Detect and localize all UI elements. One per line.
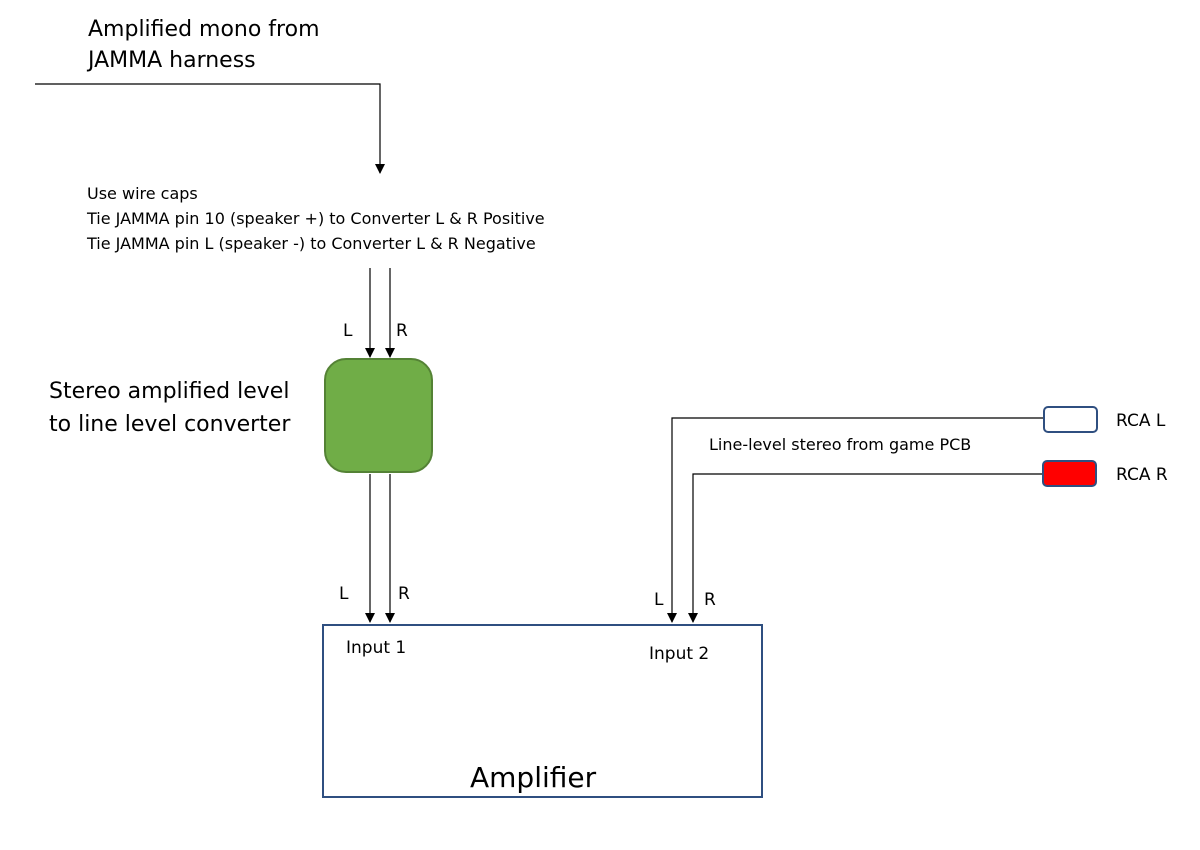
input2-label: Input 2 [649,644,710,664]
amplifier-box [322,624,763,798]
rca-right-wire [688,473,1042,623]
note-line: Use wire caps [87,184,198,203]
converter-label: Stereo amplified level to line level con… [49,375,290,441]
converter-label-line2: to line level converter [49,412,291,437]
input1-left-label: L [339,584,349,604]
converter-in-right-label: R [396,321,408,341]
converter-box [324,358,433,473]
input1-label: Input 1 [346,638,407,658]
rca-right-label: RCA R [1116,465,1168,485]
rca-left-wire [667,417,1043,623]
input1-right-label: R [398,584,410,604]
note-line: Tie JAMMA pin 10 (speaker +) to Converte… [87,209,545,228]
jamma-mono-wire [35,83,385,174]
amplifier-title: Amplifier [470,761,597,794]
wiring-notes: Use wire caps Tie JAMMA pin 10 (speaker … [87,181,545,256]
input2-right-label: R [704,590,716,610]
jamma-source-label: Amplified mono from JAMMA harness [88,14,320,76]
converter-in-left-label: L [343,321,353,341]
rca-right-connector [1042,460,1097,487]
rca-left-label: RCA L [1116,411,1166,431]
jamma-source-line2: JAMMA harness [88,48,256,73]
note-line: Tie JAMMA pin L (speaker -) to Converter… [87,234,536,253]
input2-left-label: L [654,590,664,610]
pcb-source-label: Line-level stereo from game PCB [709,435,972,454]
rca-left-connector [1043,406,1098,433]
converter-label-line1: Stereo amplified level [49,379,290,404]
jamma-source-line1: Amplified mono from [88,17,320,42]
